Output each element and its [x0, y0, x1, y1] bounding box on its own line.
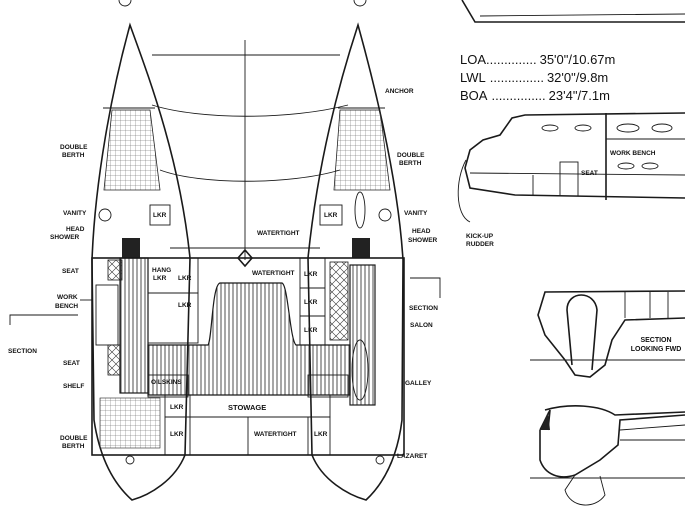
- label-section: SECTION: [409, 305, 438, 312]
- label-lkr: LKR: [170, 431, 184, 438]
- label-hang-lkr: HANG: [152, 267, 171, 274]
- label-lkr: LKR: [304, 299, 318, 306]
- label-salon: SALON: [410, 322, 433, 329]
- label-watertight: WATERTIGHT: [254, 431, 297, 438]
- label-double-berth: BERTH: [62, 152, 85, 159]
- label-work-bench: WORK BENCH: [610, 150, 656, 157]
- label-section-looking-fwd: SECTION: [640, 337, 671, 344]
- label-shelf: SHELF: [63, 383, 84, 390]
- top-fragment: [118, 0, 685, 23]
- label-seat: SEAT: [581, 170, 598, 177]
- interior-labels: LKR LKR WATERTIGHT WATERTIGHT HANG LKR L…: [151, 212, 338, 438]
- label-head-shower: SHOWER: [408, 237, 438, 244]
- label-double-berth: DOUBLE: [397, 152, 425, 159]
- label-seat: SEAT: [62, 268, 79, 275]
- label-stowage: STOWAGE: [228, 403, 266, 412]
- label-lkr: LKR: [178, 275, 192, 282]
- label-vanity: VANITY: [404, 210, 428, 217]
- section-views: SECTION LOOKING FWD: [530, 290, 685, 506]
- label-double-berth: DOUBLE: [60, 144, 88, 151]
- right-hull: [307, 22, 404, 501]
- label-head-shower: HEAD: [66, 226, 85, 233]
- label-double-berth: BERTH: [62, 443, 85, 450]
- label-lkr: LKR: [153, 212, 167, 219]
- left-hull: [91, 22, 191, 501]
- label-lkr: LKR: [324, 212, 338, 219]
- label-hang-lkr: LKR: [153, 275, 167, 282]
- label-vanity: VANITY: [63, 210, 87, 217]
- label-lkr: LKR: [178, 302, 192, 309]
- plan-labels: ANCHOR DOUBLE BERTH DOUBLE BERTH VANITY …: [8, 88, 438, 460]
- label-double-berth: BERTH: [399, 160, 422, 167]
- plan-view: [9, 22, 441, 501]
- label-lkr: LKR: [304, 327, 318, 334]
- label-work-bench: WORK: [57, 294, 78, 301]
- label-head-shower: SHOWER: [50, 234, 80, 241]
- spec-lwl: LWL...............32'0"/9.8m: [460, 70, 608, 85]
- label-watertight: WATERTIGHT: [257, 230, 300, 237]
- label-double-berth: DOUBLE: [60, 435, 88, 442]
- label-section: SECTION: [8, 348, 37, 355]
- label-seat: SEAT: [63, 360, 80, 367]
- label-work-bench: BENCH: [55, 303, 78, 310]
- label-lazaret: LAZARET: [397, 453, 427, 460]
- label-lkr: LKR: [170, 404, 184, 411]
- label-watertight: WATERTIGHT: [252, 270, 295, 277]
- label-oilskins: OILSKINS: [151, 379, 182, 386]
- label-head-shower: HEAD: [412, 228, 431, 235]
- label-section-looking-fwd: LOOKING FWD: [631, 346, 682, 353]
- label-lkr: LKR: [314, 431, 328, 438]
- salon-sole: [147, 282, 351, 396]
- spec-boa: BOA...............23'4"/7.1m: [460, 88, 610, 103]
- profile-view: WORK BENCH SEAT KICK-UP RUDDER: [457, 112, 685, 248]
- spec-loa: LOA..............35'0"/10.67m: [460, 52, 615, 67]
- specifications: LOA..............35'0"/10.67m LWL.......…: [460, 52, 615, 103]
- label-lkr: LKR: [304, 271, 318, 278]
- label-kick-up-rudder: RUDDER: [466, 241, 494, 248]
- label-kick-up-rudder: KICK-UP: [466, 233, 494, 240]
- label-galley: GALLEY: [405, 380, 432, 387]
- label-anchor: ANCHOR: [385, 88, 414, 95]
